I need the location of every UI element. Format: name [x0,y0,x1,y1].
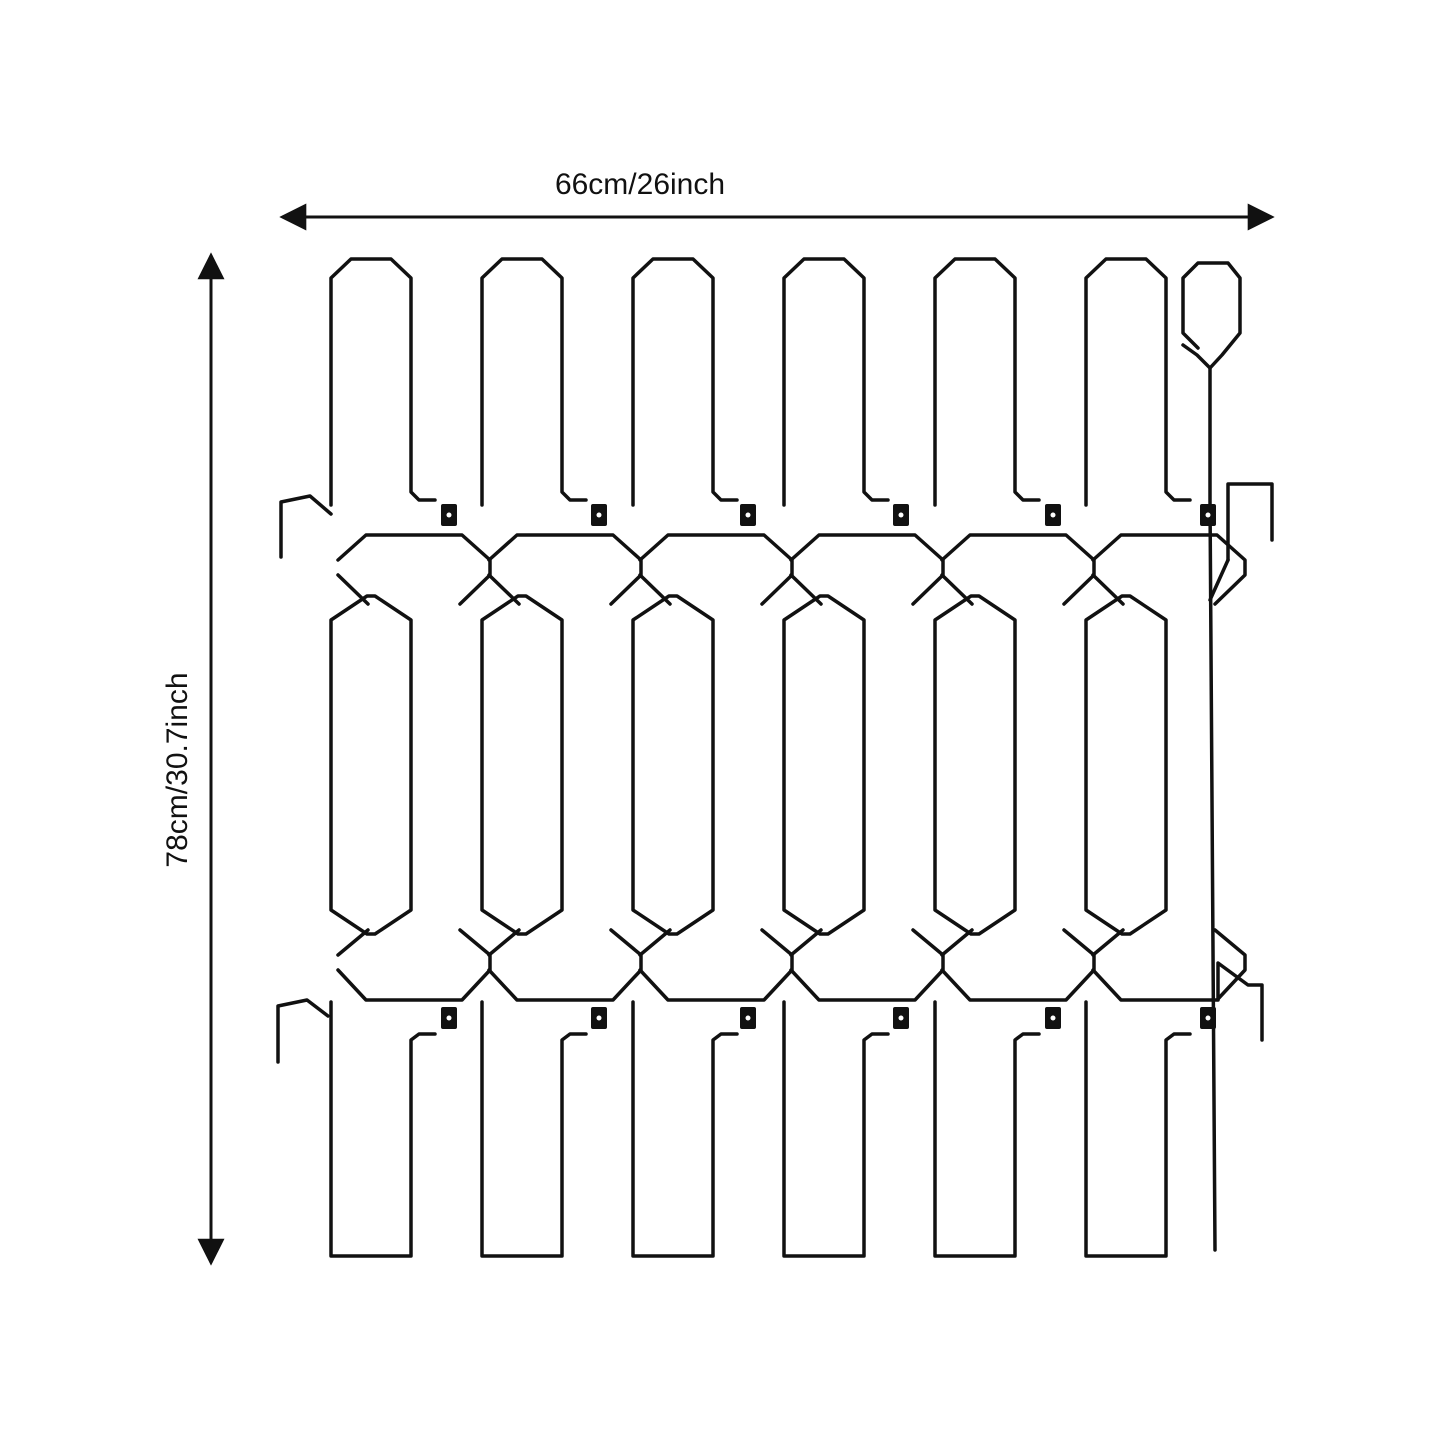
clip-hole [1205,512,1211,518]
upper-connector-4 [789,533,945,606]
lower-connector-4 [789,928,945,1002]
clip-hole [1205,1015,1211,1021]
middle-hexagon-3 [631,594,715,936]
bottom-leg-2 [480,1000,588,1258]
left-upper-hook [279,494,333,559]
latch-loop [1181,261,1242,370]
upper-connector-6 [1091,533,1247,606]
top-loop-4 [782,257,890,507]
middle-hexagon-2 [480,594,564,936]
clip-hole [446,512,452,518]
bottom-leg-4 [782,1000,890,1258]
lower-connector-5 [940,928,1096,1002]
bottom-leg-3 [631,1000,739,1258]
latch-post [1208,366,1217,1252]
width-dimension-label: 66cm/26inch [554,168,726,201]
bottom-leg-6 [1084,1000,1192,1258]
clip-hole [898,512,904,518]
clip-hole [446,1015,452,1021]
clip-hole [1050,1015,1056,1021]
middle-hexagon-5 [933,594,1017,936]
latch-brace [1208,558,1230,602]
lower-connector-3 [638,928,794,1002]
right-upper-hook [1226,482,1274,562]
upper-connector-3 [638,533,794,606]
clip-hole [745,1015,751,1021]
bottom-leg-1 [329,1000,437,1258]
right-lower-hook [1216,961,1264,1042]
lower-connector-2 [487,928,643,1002]
top-loop-2 [480,257,588,507]
upper-connector-1 [336,533,492,606]
top-loop-6 [1084,257,1192,507]
middle-hexagon-6 [1084,594,1168,936]
clip-hole [1050,512,1056,518]
middle-hexagon-4 [782,594,866,936]
middle-hexagon-1 [329,594,413,936]
clip-hole [898,1015,904,1021]
clip-hole [596,1015,602,1021]
clip-hole [596,512,602,518]
top-loop-1 [329,257,437,507]
left-lower-hook [276,998,330,1064]
top-loop-3 [631,257,739,507]
lower-connector-6 [1091,928,1247,1002]
upper-connector-5 [940,533,1096,606]
top-loop-5 [933,257,1041,507]
clip-hole [745,512,751,518]
garden-fence-panel [276,257,1274,1258]
upper-connector-2 [487,533,643,606]
lower-connector-1 [336,928,492,1002]
bottom-leg-5 [933,1000,1041,1258]
